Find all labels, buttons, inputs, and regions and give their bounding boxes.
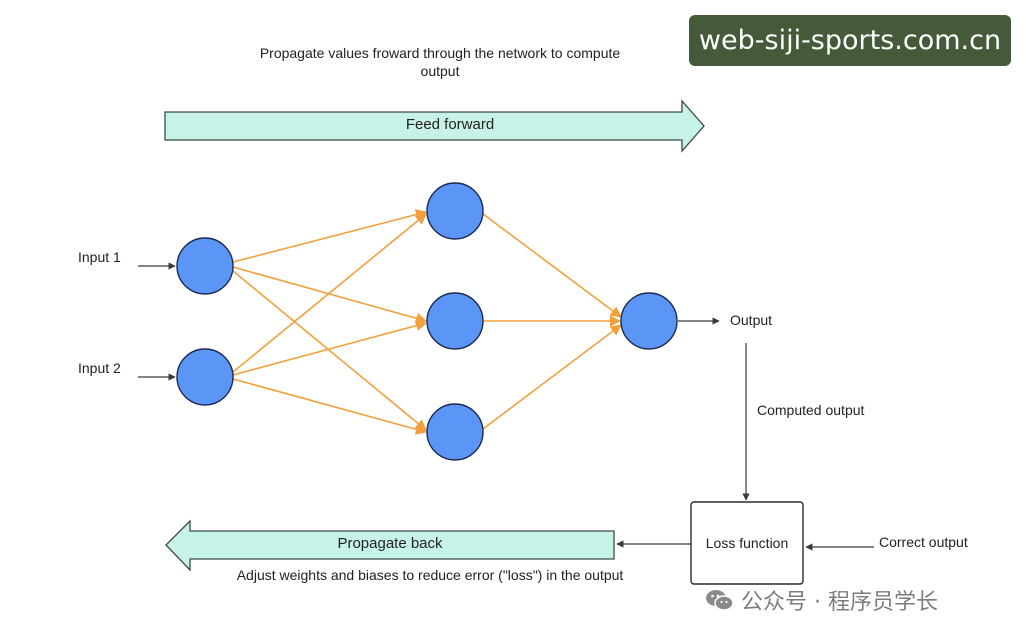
- connection-h1-o1: [482, 213, 622, 318]
- watermark-banner: web-siji-sports.com.cn: [689, 15, 1011, 66]
- feed-forward-label: Feed forward: [405, 116, 495, 133]
- propagate-back-arrow: [165, 519, 615, 572]
- output-node: [620, 292, 678, 350]
- backprop-caption: Adjust weights and biases to reduce erro…: [236, 567, 624, 583]
- correct-output-label: Correct output: [879, 534, 968, 550]
- footer-brand: 公众号 · 程序员学长: [705, 586, 938, 615]
- computed-output-label: Computed output: [757, 402, 865, 418]
- connection-h3-o1: [482, 324, 622, 430]
- loss-function-label: Loss function: [705, 535, 789, 551]
- input-node-1: [176, 237, 234, 295]
- hidden-node-1: [426, 182, 484, 240]
- nodes: [176, 182, 678, 461]
- loss-function-box: [690, 501, 804, 585]
- connection-i2-h1: [232, 213, 427, 373]
- footer-brand-text: 公众号 · 程序员学长: [741, 590, 938, 615]
- output-label: Output: [730, 312, 773, 328]
- connection-i1-h3: [232, 270, 427, 431]
- input-1-label: Input 1: [78, 249, 121, 265]
- hidden-node-3: [426, 403, 484, 461]
- input-node-2: [176, 348, 234, 406]
- connections: [232, 209, 622, 435]
- connection-i1-h1: [232, 209, 428, 263]
- connection-i2-h2: [232, 320, 428, 376]
- wechat-icon: [706, 590, 734, 611]
- propagate-back-label: Propagate back: [337, 535, 443, 552]
- feed-forward-arrow: [164, 99, 705, 153]
- connection-i2-h3: [232, 378, 428, 435]
- forward-caption: Propagate values froward through the net…: [259, 45, 621, 79]
- hidden-node-2: [426, 292, 484, 350]
- input-2-label: Input 2: [78, 360, 121, 376]
